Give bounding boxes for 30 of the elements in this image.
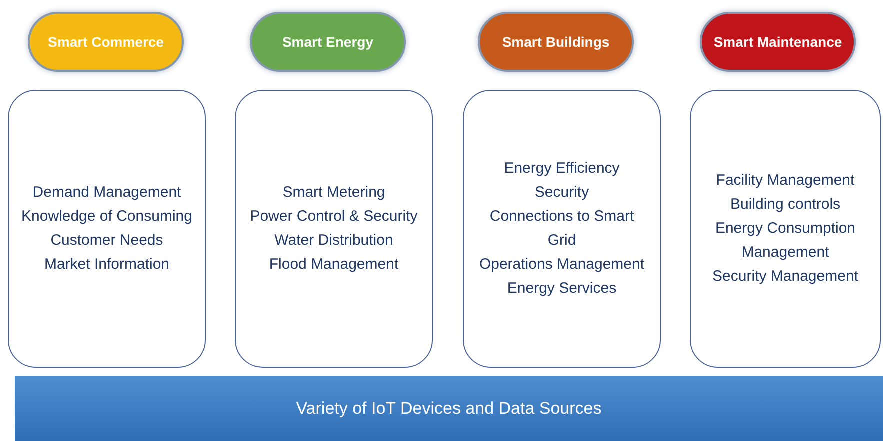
feature-text: Building controls — [730, 195, 841, 215]
category-title: Smart Maintenance — [714, 33, 842, 51]
category-pill — [700, 12, 856, 72]
foundation-title: Variety of IoT Devices and Data Sources — [296, 398, 602, 420]
feature-text: Facility Management — [716, 171, 855, 191]
content-box — [690, 90, 881, 368]
feature-text: Connections to Smart Grid — [488, 207, 636, 251]
content-box — [8, 90, 206, 368]
category-pill — [478, 12, 634, 72]
category-title: Smart Energy — [282, 33, 374, 51]
feature-text: Flood Management — [269, 255, 399, 275]
feature-text: Knowledge of Consuming Customer Needs — [21, 207, 193, 251]
feature-text: Operations Management — [479, 255, 645, 275]
feature-text: Water Distribution — [274, 231, 394, 251]
category-pill — [28, 12, 184, 72]
feature-text: Energy Consumption Management — [714, 219, 857, 263]
feature-text: Security Management — [712, 267, 858, 287]
feature-text: Security — [534, 183, 590, 203]
foundation-bar — [15, 376, 883, 441]
feature-text: Energy Services — [507, 279, 617, 299]
category-pill — [250, 12, 406, 72]
category-title: Smart Buildings — [502, 33, 610, 51]
feature-text: Power Control & Security — [250, 207, 418, 227]
feature-text: Demand Management — [32, 183, 182, 203]
feature-text: Smart Metering — [282, 183, 386, 203]
category-title: Smart Commerce — [48, 33, 164, 51]
content-box — [235, 90, 433, 368]
feature-text: Market Information — [44, 255, 170, 275]
content-box — [463, 90, 661, 368]
feature-text: Energy Efficiency — [504, 159, 620, 179]
